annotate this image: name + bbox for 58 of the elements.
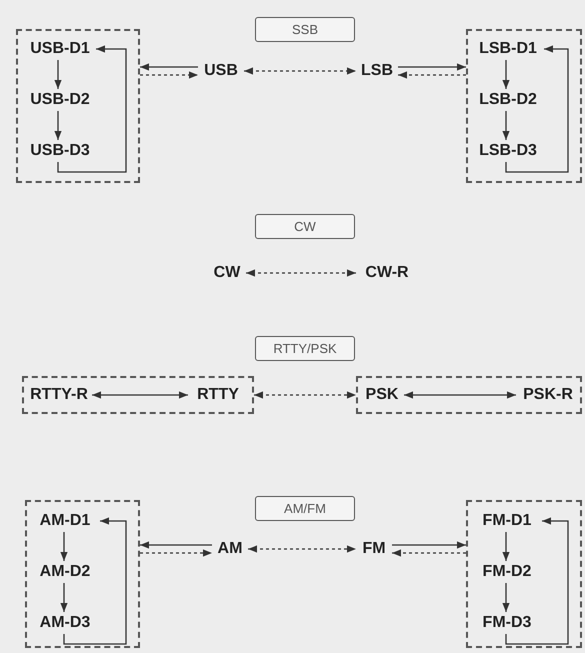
mode-label: RTTY — [188, 384, 248, 406]
mode-label: LSB-D3 — [472, 140, 544, 162]
double-arrow — [244, 67, 356, 75]
double-arrow — [92, 391, 188, 399]
mode-label: FM — [356, 538, 392, 560]
dashed-group-box — [356, 376, 582, 414]
mode-label: AM-D2 — [30, 561, 100, 583]
mode-tab: CW — [255, 214, 355, 239]
dashed-group-box — [466, 500, 582, 648]
dashed-group-box — [22, 376, 254, 414]
mode-label: USB — [198, 60, 244, 82]
arrow — [140, 541, 212, 549]
mode-label: CW-R — [356, 262, 418, 284]
mode-label: PSK — [360, 384, 404, 406]
arrow — [140, 71, 198, 79]
mode-label: AM — [212, 538, 248, 560]
arrow — [392, 541, 466, 549]
mode-label: USB-D3 — [24, 140, 96, 162]
dashed-group-box — [25, 500, 140, 648]
mode-tab: RTTY/PSK — [255, 336, 355, 361]
arrow — [60, 583, 68, 612]
mode-label: PSK-R — [516, 384, 580, 406]
arrow — [392, 549, 466, 557]
arrow — [57, 45, 127, 173]
mode-label: FM-D3 — [472, 612, 542, 634]
arrow — [502, 583, 510, 612]
mode-label: CW — [208, 262, 246, 284]
arrow — [60, 532, 68, 561]
arrow — [140, 63, 198, 71]
arrow — [505, 45, 569, 173]
mode-label: AM-D1 — [30, 510, 100, 532]
arrow — [505, 517, 569, 645]
mode-label: RTTY-R — [26, 384, 92, 406]
arrow — [502, 111, 510, 140]
mode-label: AM-D3 — [30, 612, 100, 634]
arrow — [502, 60, 510, 89]
arrow — [54, 60, 62, 89]
dashed-group-box — [16, 29, 140, 183]
mode-label: LSB — [356, 60, 398, 82]
double-arrow — [254, 391, 356, 399]
mode-label: FM-D2 — [472, 561, 542, 583]
arrow — [140, 549, 212, 557]
mode-label: FM-D1 — [472, 510, 542, 532]
arrow — [502, 532, 510, 561]
arrow — [63, 517, 127, 645]
arrow — [398, 63, 466, 71]
double-arrow — [404, 391, 516, 399]
mode-label: LSB-D2 — [472, 89, 544, 111]
dashed-group-box — [466, 29, 582, 183]
mode-tab: SSB — [255, 17, 355, 42]
arrow — [398, 71, 466, 79]
mode-label: USB-D1 — [24, 38, 96, 60]
double-arrow — [248, 545, 356, 553]
mode-label: USB-D2 — [24, 89, 96, 111]
mode-label: LSB-D1 — [472, 38, 544, 60]
mode-tab: AM/FM — [255, 496, 355, 521]
double-arrow — [246, 269, 356, 277]
arrow — [54, 111, 62, 140]
